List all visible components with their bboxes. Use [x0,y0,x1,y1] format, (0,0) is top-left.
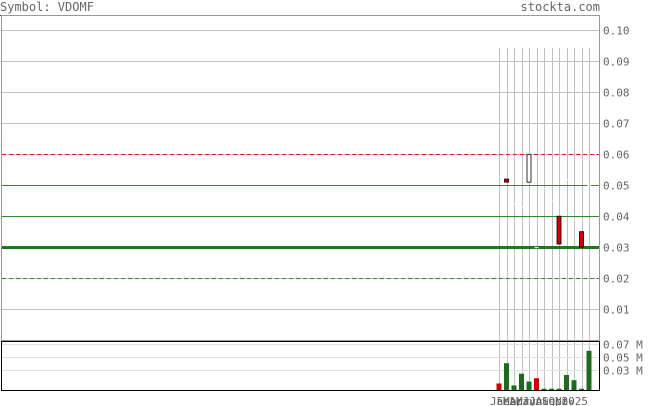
candle-body [497,175,501,177]
price-tick-label: 0.01 [603,304,630,317]
candle-body [572,219,576,221]
volume-bars [496,350,592,390]
volume-tick-label: 0.07 M [603,339,643,352]
candle-body [542,188,546,190]
x-tick-label: Sep [542,395,562,406]
volume-bar [511,385,517,390]
volume-tick-label: 0.03 M [603,365,643,378]
candle-body [526,153,532,183]
symbol-label: Symbol: VDOMF [0,0,94,14]
x-tick-label: Jun [523,395,543,406]
volume-grid [2,341,599,390]
price-tick-label: 0.04 [603,211,630,224]
x-tick-label: Apr [510,395,530,406]
volume-panel-frame [1,341,600,391]
volume-tick-label: 0.05 M [603,352,643,365]
volume-bar [496,383,502,390]
price-tick-label: 0.05 [603,180,630,193]
chart-frames [0,1,655,391]
price-tick-label: 0.08 [603,87,630,100]
candle-body [556,215,562,245]
candle-body [534,247,539,249]
price-tick-label: 0.02 [603,273,630,286]
price-tick-label: 0.10 [603,25,630,38]
price-tick-label: 0.06 [603,149,630,162]
volume-bar [504,363,509,390]
x-tick-label: Mar [503,395,523,406]
header-strip [1,1,655,15]
x-tick-label: 2025 [562,395,589,406]
candle-body [587,185,591,187]
candle-body [579,231,584,248]
volume-bar [556,388,562,390]
price-tick-label: 0.03 [603,242,630,255]
volume-bar [564,374,569,390]
price-level-lines [2,154,599,279]
volume-bar [571,380,577,390]
x-tick-label: Jul [529,395,549,406]
volume-bar [579,388,584,390]
candle-body [504,178,509,183]
volume-bar [519,373,524,390]
price-tick-label: 0.07 [603,118,630,131]
price-candles [497,153,591,249]
price-panel-frame [1,15,600,341]
x-tick-label: Nov [555,395,575,406]
candle-body [564,179,569,181]
price-axis: 0.10 0.09 0.08 0.07 0.06 0.05 0.04 0.03 0.02 0.01 [603,25,630,317]
volume-bar [549,388,554,390]
site-name[interactable]: stockta.com [520,0,600,14]
volume-bar [534,378,539,390]
volume-bar [541,388,547,390]
x-tick-label: Jan [490,395,510,406]
x-tick-label: Aug [536,395,556,406]
volume-axis: 0.07 M0.05 M0.03 M [603,339,643,378]
volume-bar [526,381,532,390]
x-tick-label: Feb [497,395,517,406]
x-tick-label: Oct [549,395,569,406]
candle-body [519,206,524,208]
volume-bar [586,350,592,390]
x-tick-label: May [516,395,536,406]
candle-body [549,200,554,202]
price-tick-label: 0.09 [603,56,630,69]
candle-body [512,203,516,205]
